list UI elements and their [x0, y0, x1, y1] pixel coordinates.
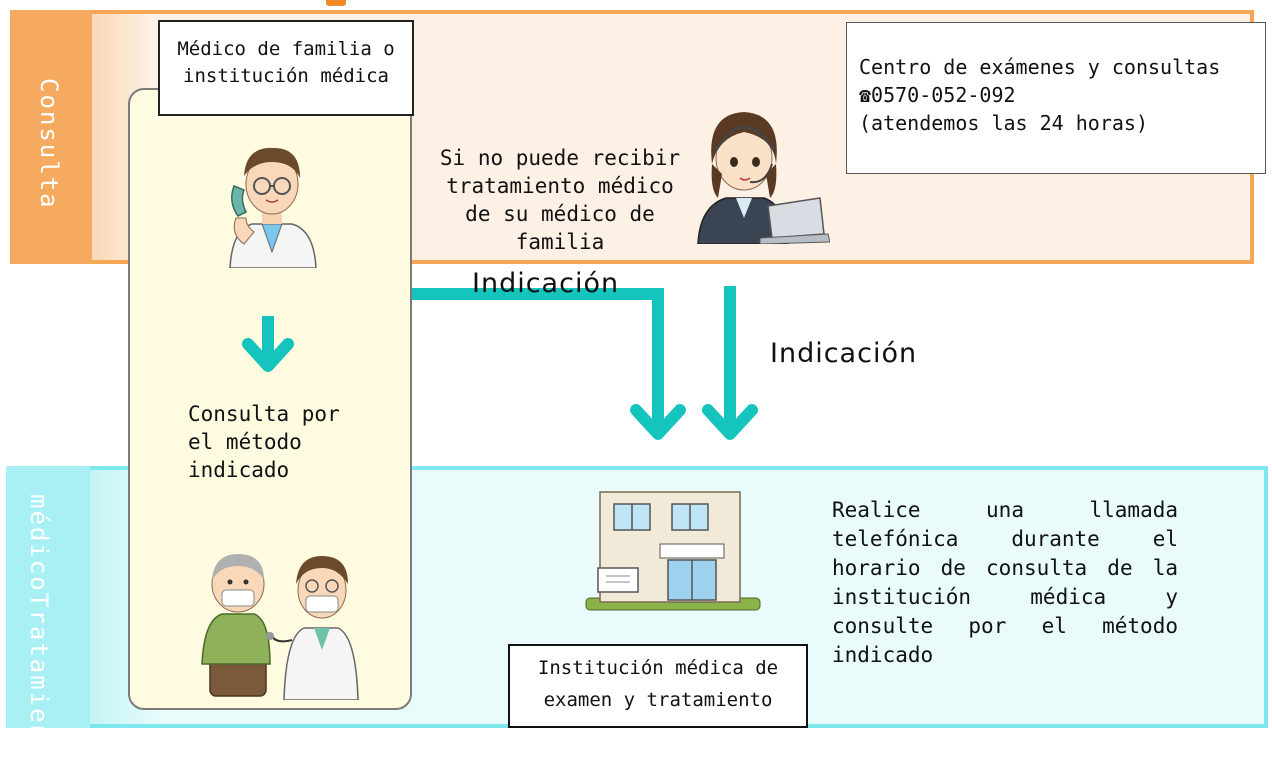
arrowhead-right: [702, 404, 758, 440]
tratamiento-side-bar: [6, 466, 90, 728]
top-marker: [326, 0, 346, 6]
doctor-title-line1: Médico de familia o: [177, 38, 395, 60]
no-family-doctor-line1: Si no puede recibir: [439, 146, 681, 170]
center-name: Centro de exámenes y consultas: [859, 55, 1221, 79]
consulta-section-label: Consulta: [35, 78, 63, 210]
no-family-doctor-line3: de su médico de: [465, 202, 655, 226]
center-hours: (atendemos las 24 horas): [859, 111, 1148, 135]
call-center-operator-icon: [697, 112, 830, 244]
indication-label-doctor: Indicación: [472, 268, 620, 299]
consulta-side-bar: [10, 10, 92, 264]
clinic-building-icon: [585, 491, 761, 611]
no-family-doctor-line2: tratamiento médico: [446, 174, 674, 198]
patient-and-doctor-icon: [201, 554, 359, 700]
no-family-doctor-line4: familia: [515, 230, 605, 254]
tratamiento-label-line2: médico: [25, 494, 53, 593]
arrowhead-left: [630, 404, 686, 440]
indication-label-center: Indicación: [770, 338, 918, 369]
institution-line1: Institución médica de: [537, 657, 779, 679]
indication-path-from-doctor: [412, 288, 664, 434]
flow-arrows: [242, 286, 758, 440]
consult-method-line1: Consulta por: [188, 402, 340, 426]
center-phone: ☎0570-052-092: [859, 83, 1016, 107]
consult-method-line3: indicado: [188, 458, 290, 482]
doctor-title-line2: institución médica: [183, 65, 389, 87]
institution-line2: examen y tratamiento: [543, 689, 773, 711]
doctor-down-arrowhead: [242, 338, 294, 372]
consult-indicated-method-note: Consulta por el método indicado: [188, 400, 388, 484]
phone-call-instructions: Realice una llamada telefónica durante e…: [832, 498, 1178, 667]
consultation-center-box: Centro de exámenes y consultas ☎0570-052…: [846, 22, 1266, 174]
doctor-on-phone-icon: [229, 147, 317, 268]
examination-institution-box: Institución médica de examen y tratamien…: [508, 644, 808, 728]
doctor-title-box: Médico de familia o institución médica: [158, 20, 414, 116]
no-family-doctor-note: Si no puede recibir tratamiento médico d…: [420, 144, 700, 256]
consult-method-line2: el método: [188, 430, 302, 454]
